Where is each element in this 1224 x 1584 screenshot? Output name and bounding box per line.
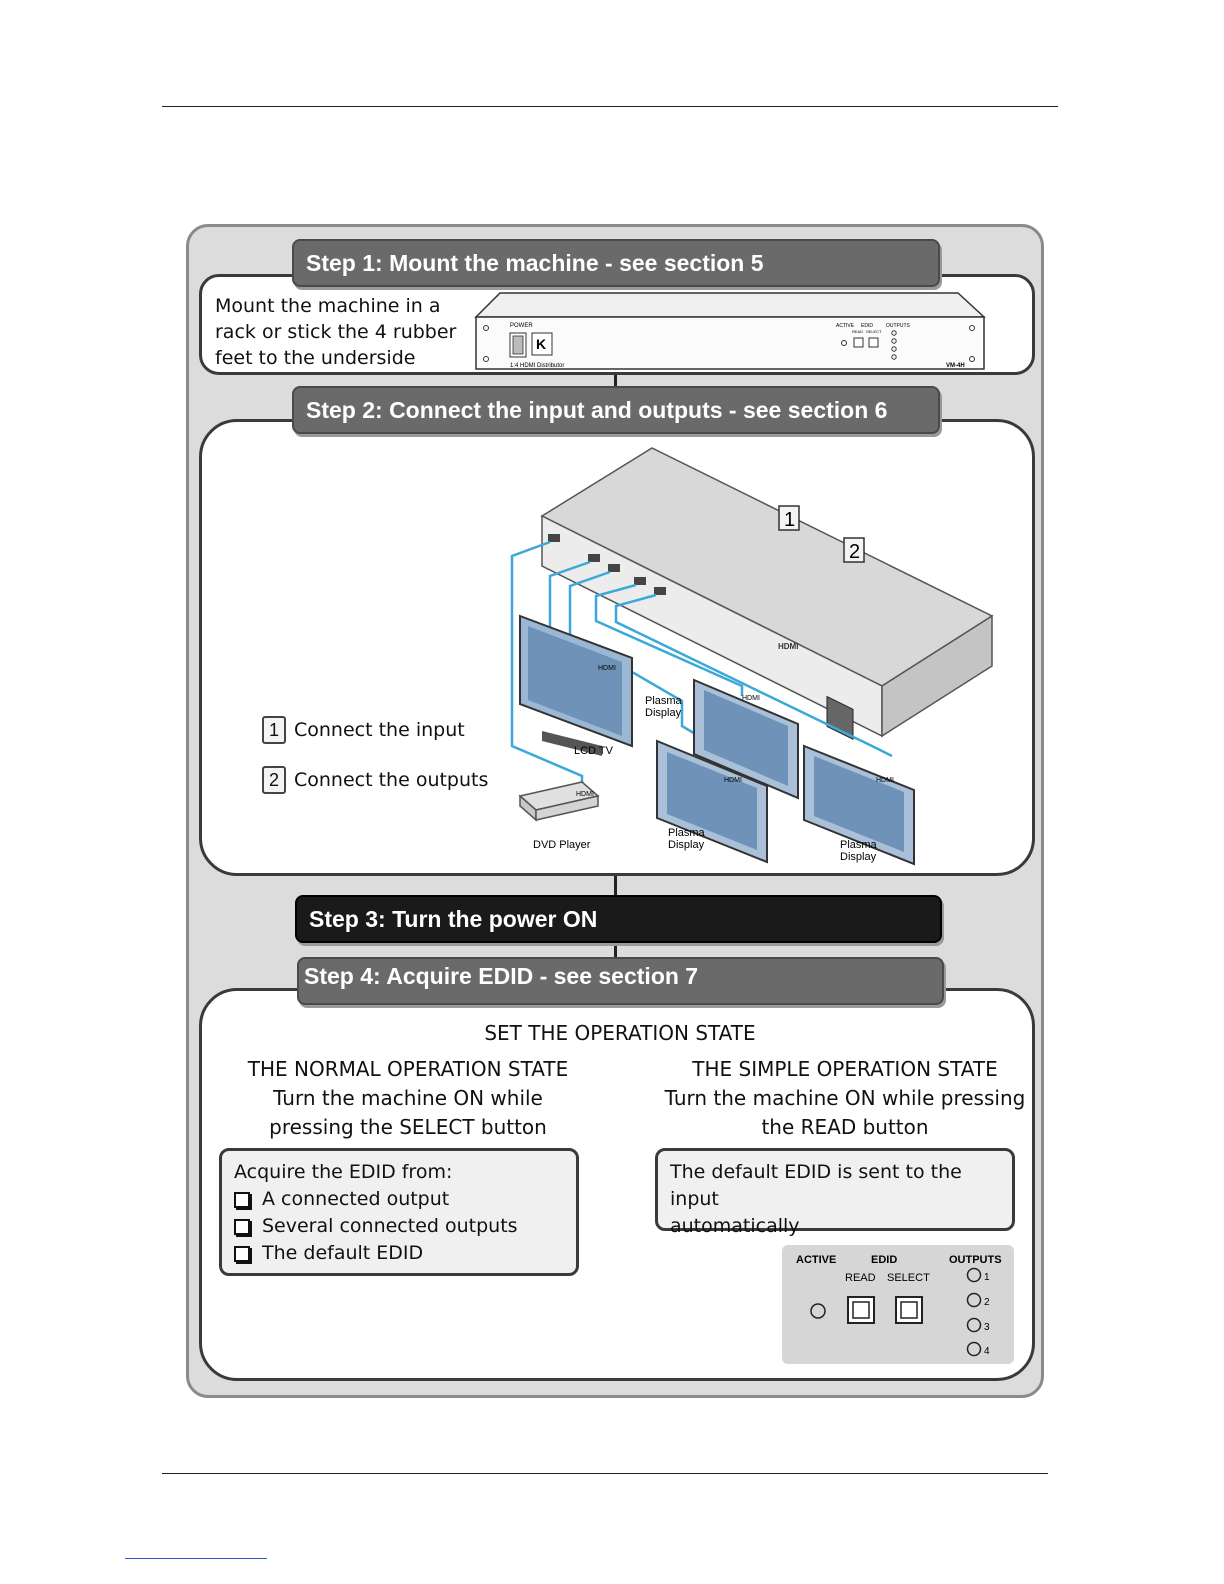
step1-description-line: rack or stick the 4 rubber [215, 321, 457, 343]
normal-state-line: Turn the machine ON while [273, 1086, 543, 1110]
normal-box-item: A connected output [234, 1186, 564, 1213]
plasma-label: Plasma [668, 827, 706, 839]
operation-state-heading: SET THE OPERATION STATE [484, 1021, 756, 1045]
simple-state-line: the READ button [761, 1115, 929, 1139]
normal-box-item-text: Several connected outputs [262, 1215, 518, 1237]
plasma-label: Display [840, 851, 877, 863]
device-select-label: SELECT [866, 329, 882, 334]
plasma-label: Plasma [645, 695, 683, 707]
normal-state-line: pressing the SELECT button [269, 1115, 547, 1139]
hdmi-label: HDMI [724, 777, 742, 784]
step2-banner: Step 2: Connect the input and outputs - … [292, 386, 940, 434]
panel-read-label: READ [845, 1272, 876, 1284]
connector-1-2 [614, 372, 617, 394]
active-led [810, 1303, 826, 1319]
legend-text: Connect the input [294, 719, 465, 741]
simple-state-box: The default EDID is sent to the input au… [655, 1148, 1015, 1237]
normal-box-item: Several connected outputs [234, 1213, 564, 1240]
front-panel-drawing: ACTIVE EDID OUTPUTS READ SELECT 1 2 3 4 [796, 1254, 1002, 1357]
device-front-illustration: POWER K 1:4 HDMI Distributor ACTIVE EDID… [474, 292, 986, 370]
device-edid-label: EDID [861, 323, 873, 329]
simple-box-line: The default EDID is sent to the input [670, 1161, 962, 1210]
checkbox-icon [234, 1245, 250, 1262]
step1-description-line: feet to the underside [215, 347, 416, 369]
simple-state-title: THE SIMPLE OPERATION STATE [692, 1057, 998, 1081]
output-number: 3 [984, 1322, 990, 1333]
device-logo [531, 332, 553, 356]
select-button [895, 1296, 923, 1324]
plasma-label: Plasma [840, 839, 878, 851]
normal-state-text: THE NORMAL OPERATION STATE Turn the mach… [222, 1055, 594, 1142]
normal-box-item: The default EDID [234, 1240, 564, 1267]
legend-number: 1 [262, 716, 286, 744]
connector-2-3 [614, 874, 617, 898]
step2-legend: 1 Connect the input 2 Connect the outputs [262, 716, 488, 794]
normal-box-item-text: The default EDID [262, 1242, 424, 1264]
step2-panel: HDMI 1 2 HDMI LCD TV HDMI Plasma Display… [199, 419, 1035, 876]
output-number: 2 [984, 1297, 990, 1308]
device-active-label: ACTIVE [836, 323, 855, 329]
normal-box-item-text: A connected output [262, 1188, 450, 1210]
step3-banner: Step 3: Turn the power ON [295, 895, 942, 943]
checkbox-icon [234, 1191, 250, 1208]
step1-description: Mount the machine in a rack or stick the… [215, 293, 456, 371]
panel-select-label: SELECT [887, 1272, 930, 1284]
lcd-tv-label: LCD TV [574, 745, 614, 757]
callout-1: 1 [784, 509, 795, 531]
output-led [966, 1292, 982, 1308]
dvd-player-label: DVD Player [533, 839, 591, 851]
device-product-text: 1:4 HDMI Distributor [510, 363, 564, 369]
step4-banner: Step 4: Acquire EDID - see section 7 [297, 957, 944, 1005]
read-button [847, 1296, 875, 1324]
normal-state-box: Acquire the EDID from: A connected outpu… [219, 1148, 579, 1276]
step1-description-line: Mount the machine in a [215, 295, 441, 317]
hdmi-label: HDMI [742, 695, 760, 702]
hdmi-label: HDMI [598, 665, 616, 672]
front-panel-detail: ACTIVE EDID OUTPUTS READ SELECT 1 2 3 4 [782, 1245, 1014, 1364]
step1-panel: Mount the machine in a rack or stick the… [199, 274, 1035, 375]
connection-diagram: HDMI 1 2 HDMI LCD TV HDMI Plasma Display… [510, 447, 994, 866]
svg-text:HDMI: HDMI [778, 642, 798, 651]
connector-3-4 [614, 941, 617, 961]
output-led [966, 1267, 982, 1283]
legend-item: 2 Connect the outputs [262, 766, 488, 794]
legend-number: 2 [262, 766, 286, 794]
panel-active-label: ACTIVE [796, 1254, 836, 1266]
panel-outputs-label: OUTPUTS [949, 1254, 1002, 1266]
output-number: 4 [984, 1346, 990, 1357]
footer-rule [162, 1473, 1048, 1474]
simple-box-line: automatically [670, 1215, 800, 1237]
normal-state-title: THE NORMAL OPERATION STATE [247, 1057, 569, 1081]
hdmi-label: HDMI [876, 777, 894, 784]
output-number: 1 [984, 1272, 990, 1283]
output-led [966, 1317, 982, 1333]
step4-panel: SET THE OPERATION STATE THE NORMAL OPERA… [199, 988, 1035, 1381]
device-model: VM-4H [946, 363, 965, 369]
normal-box-title: Acquire the EDID from: [234, 1161, 453, 1183]
device-power-label: POWER [510, 323, 533, 329]
step1-banner: Step 1: Mount the machine - see section … [292, 239, 940, 287]
simple-state-line: Turn the machine ON while pressing [664, 1086, 1026, 1110]
footer-link-underline [125, 1558, 267, 1559]
plasma-label: Display [668, 839, 705, 851]
checkbox-icon [234, 1218, 250, 1235]
panel-edid-label: EDID [871, 1254, 897, 1266]
hdmi-label: HDMI [576, 791, 594, 798]
svg-text:K: K [536, 336, 546, 352]
device-outputs-label: OUTPUTS [886, 323, 911, 329]
device-read-label: READ [852, 329, 863, 334]
legend-item: 1 Connect the input [262, 716, 488, 744]
simple-state-text: THE SIMPLE OPERATION STATE Turn the mach… [662, 1055, 1028, 1142]
header-rule [162, 106, 1058, 107]
legend-text: Connect the outputs [294, 769, 489, 791]
output-led [966, 1341, 982, 1357]
plasma-label: Display [645, 707, 682, 719]
callout-2: 2 [849, 541, 860, 563]
